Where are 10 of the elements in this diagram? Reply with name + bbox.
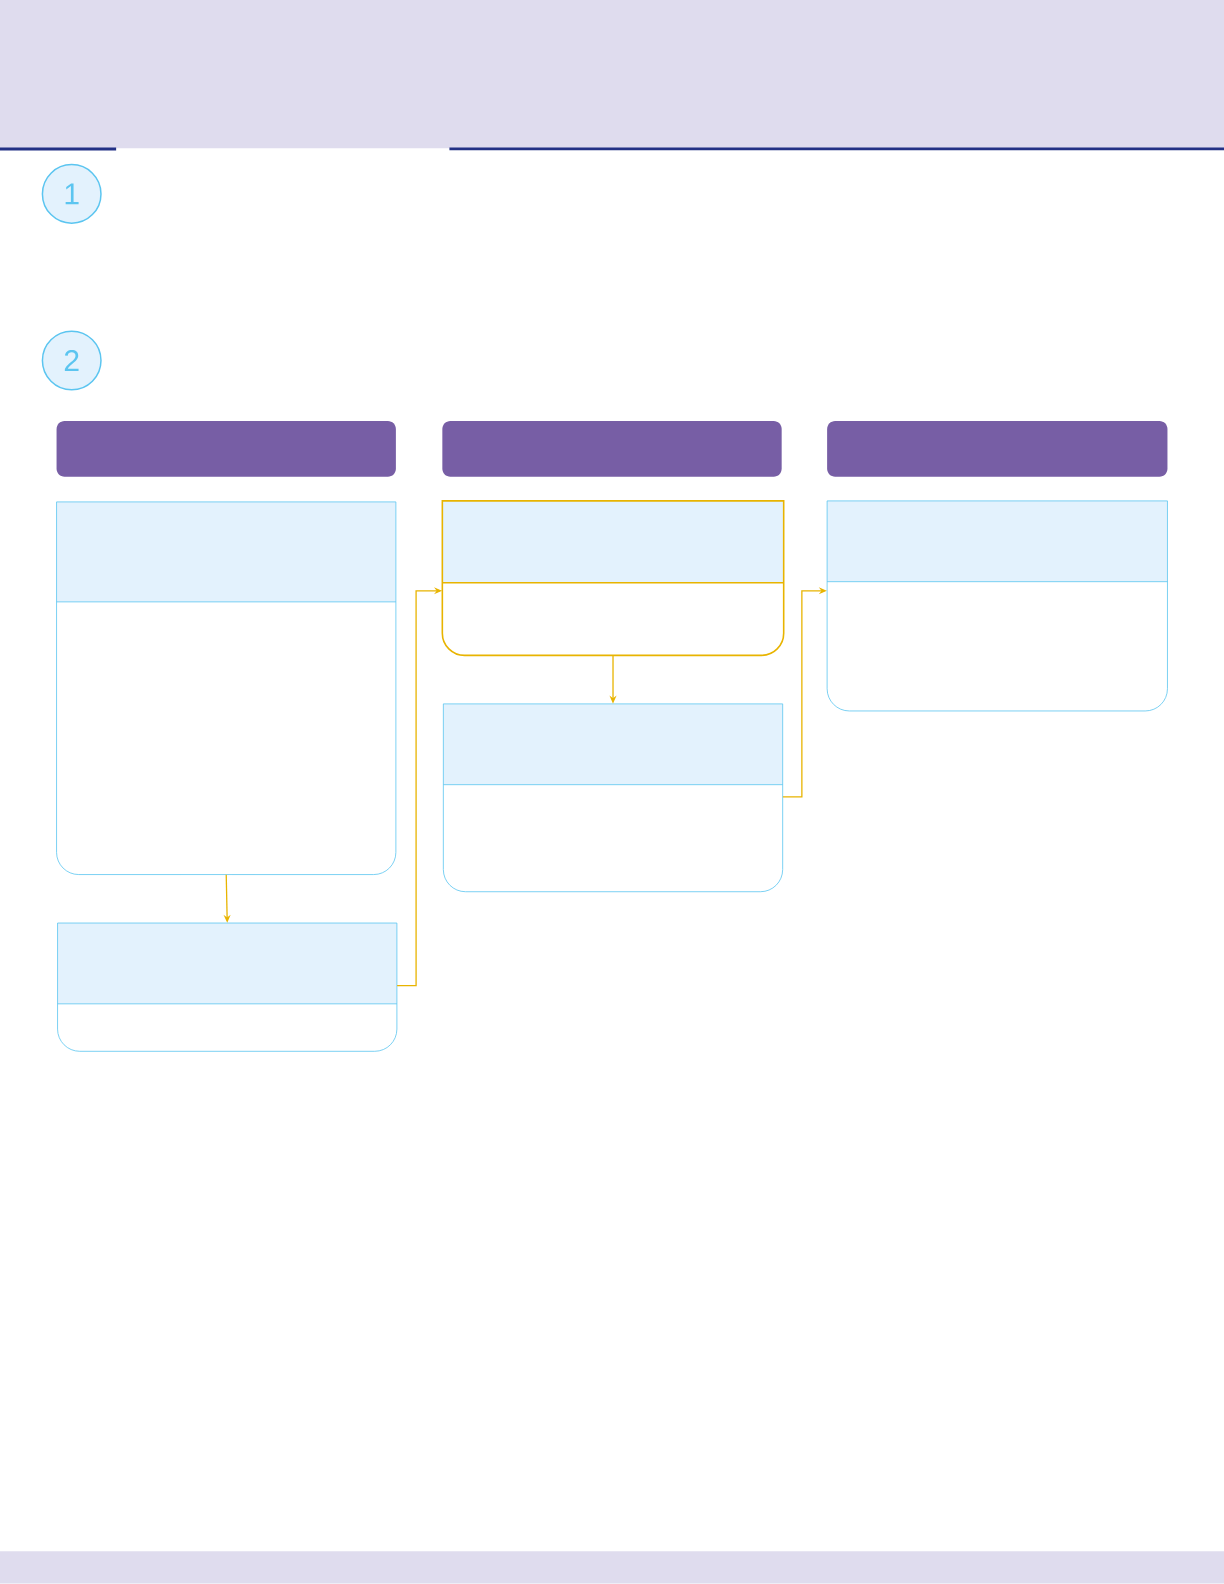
- card: [442, 703, 784, 893]
- column-header: [442, 421, 782, 477]
- card: [826, 500, 1168, 712]
- card: [56, 501, 397, 875]
- column-header: [827, 421, 1168, 477]
- column-header: [56, 421, 396, 477]
- step-number: 1: [41, 163, 102, 224]
- card: [57, 922, 398, 1052]
- card: [441, 500, 785, 657]
- step-number: 2: [41, 330, 102, 391]
